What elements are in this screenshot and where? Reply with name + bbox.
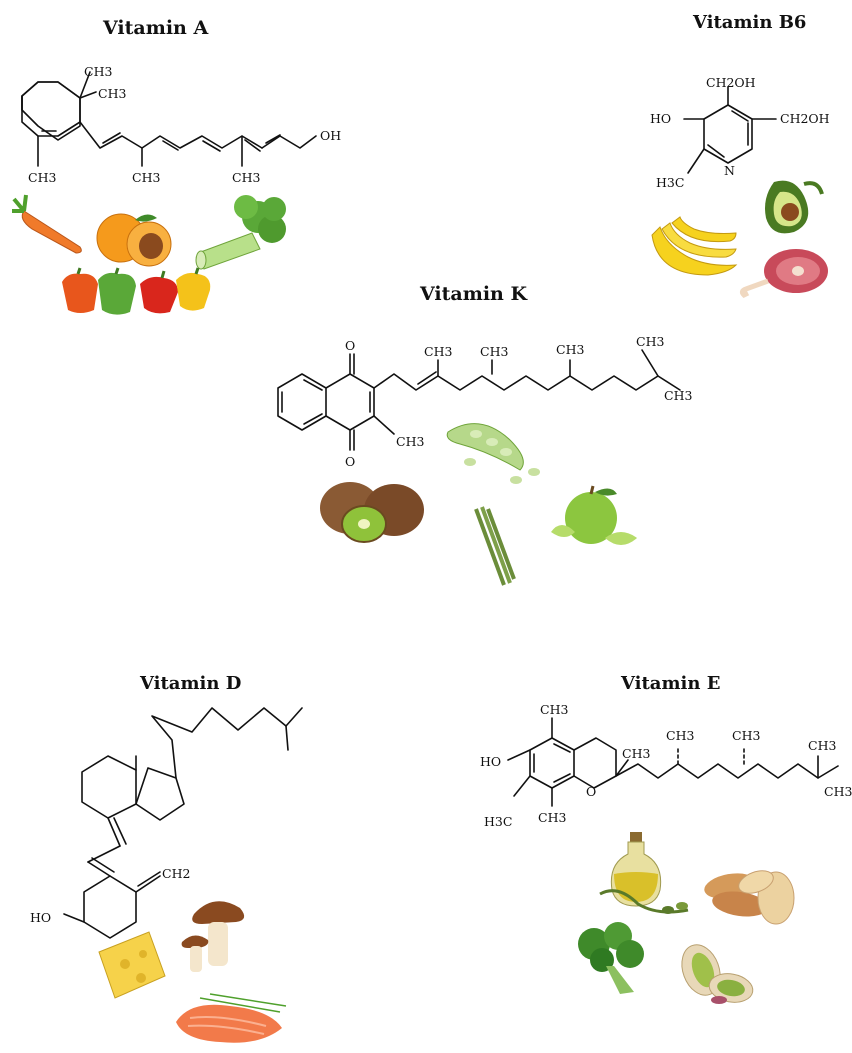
vitamin-d-title: Vitamin D	[140, 673, 242, 694]
vitamin-k-ch3-5: CH3	[664, 388, 692, 403]
carrot-icon	[12, 194, 82, 254]
vitamin-e-ch3-2: CH3	[732, 728, 760, 743]
vitamin-a-ch3-2: CH3	[98, 86, 126, 101]
salmon-icon	[176, 993, 287, 1043]
vitamin-e-ho: HO	[480, 754, 501, 769]
vitamin-a-title: Vitamin A	[103, 17, 209, 39]
broccoli-icon	[578, 922, 644, 994]
almonds-icon	[704, 870, 795, 925]
vitamin-a-ch3-3: CH3	[28, 170, 56, 185]
vitamin-a-structure: CH3 CH3 CH3 CH3 CH3 OH	[21, 64, 341, 185]
vitamin-d-ch2: CH2	[162, 866, 190, 881]
vitamin-e-ch3-4: CH3	[824, 784, 852, 799]
vitamin-b6-ch2oh-right: CH2OH	[780, 111, 830, 126]
vitamin-a-oh: OH	[320, 128, 341, 143]
vitamin-k-ch3-ring: CH3	[396, 434, 424, 449]
vitamin-a-ch3-1: CH3	[84, 64, 112, 79]
vitamin-a-ch3-5: CH3	[232, 170, 260, 185]
vitamin-b6-structure: CH2OH CH2OH HO H3C N	[650, 75, 830, 190]
vitamin-e-h3c: H3C	[484, 814, 512, 829]
vitamin-e-ch3-bottom: CH3	[538, 810, 566, 825]
broad-beans-icon	[446, 423, 540, 484]
vitamin-k-o-top: O	[345, 338, 355, 353]
apricot-icon	[96, 213, 172, 267]
bananas-icon	[651, 216, 738, 276]
bell-peppers-icon	[62, 267, 211, 315]
ham-icon	[739, 249, 828, 299]
kiwi-icon	[320, 482, 424, 543]
vitamin-k-ch3-2: CH3	[480, 344, 508, 359]
vitamin-k-title: Vitamin K	[420, 283, 527, 305]
mushroom-icon	[181, 901, 245, 972]
vitamin-a-ch3-4: CH3	[132, 170, 160, 185]
vitamin-e-structure: HO H3C CH3 CH3 CH3 O CH3 CH3 CH3 CH3	[480, 702, 852, 829]
vitamin-e-ch3-1: CH3	[666, 728, 694, 743]
vitamin-e-ch3-ring: CH3	[622, 746, 650, 761]
vitamin-e-ch3-top: CH3	[540, 702, 568, 717]
vitamin-k-ch3-4: CH3	[636, 334, 664, 349]
vitamin-b6-n: N	[724, 163, 735, 178]
cheese-icon	[98, 931, 166, 999]
celery-icon	[195, 195, 286, 270]
vitamin-k-structure: O O CH3 CH3 CH3 CH3 CH3 CH3	[277, 334, 692, 469]
vitamin-k-ch3-1: CH3	[424, 344, 452, 359]
vitamin-d-structure: CH2 HO	[30, 707, 303, 939]
vitamin-b6-title: Vitamin B6	[693, 12, 807, 33]
pistachio-icon	[681, 944, 754, 1004]
vitamin-b6-h3c: H3C	[656, 175, 684, 190]
avocado-icon	[765, 180, 824, 234]
vitamin-k-ch3-3: CH3	[556, 342, 584, 357]
vitamin-e-ch3-3: CH3	[808, 738, 836, 753]
vitamin-b6-ch2oh-top: CH2OH	[706, 75, 756, 90]
asparagus-icon	[474, 506, 516, 586]
vitamin-b6-ho: HO	[650, 111, 671, 126]
vitamin-d-ho: HO	[30, 910, 51, 925]
olive-oil-icon	[599, 832, 689, 914]
vitamin-e-title: Vitamin E	[621, 673, 721, 694]
green-apple-icon	[551, 485, 637, 545]
vitamin-k-o-bottom: O	[345, 454, 355, 469]
vitamin-e-o: O	[586, 784, 596, 799]
